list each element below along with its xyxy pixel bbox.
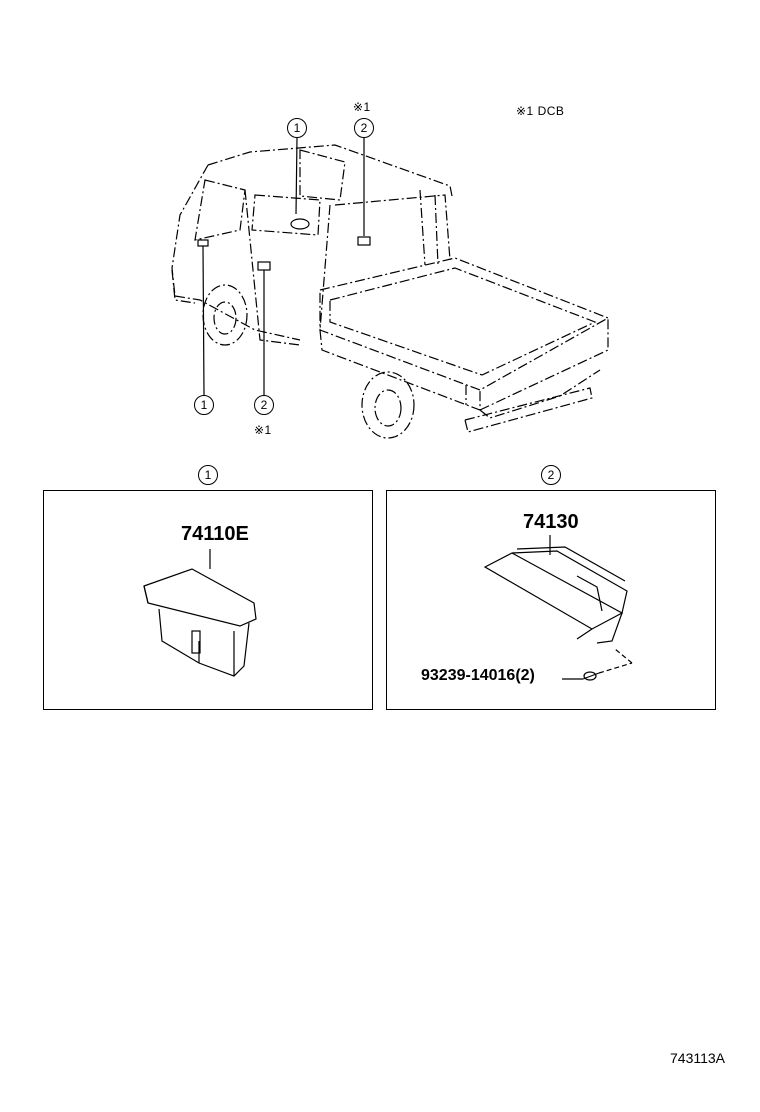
ashtray-assembly-icon [483,535,633,681]
panel-2: 74130 93239-14016(2) [386,490,716,710]
callout-1-bottom: 1 [194,395,214,415]
ashtray-icon [143,549,257,677]
part-number-74130: 74130 [523,511,579,533]
note-mark-top: ※1 [353,100,371,114]
panel-2-callout: 2 [541,465,561,485]
part-number-93239-14016: 93239-14016(2) [421,667,535,684]
panel-1-callout: 1 [198,465,218,485]
reference-code: 743113A [670,1050,726,1066]
callout-1-top: 1 [287,118,307,138]
panel-1: 74110E [43,490,373,710]
part-number-74110E: 74110E [181,523,249,545]
note-legend: ※1 DCB [516,104,565,118]
note-mark-bottom: ※1 [254,423,272,437]
callout-2-top: 2 [354,118,374,138]
callout-2-bottom: 2 [254,395,274,415]
